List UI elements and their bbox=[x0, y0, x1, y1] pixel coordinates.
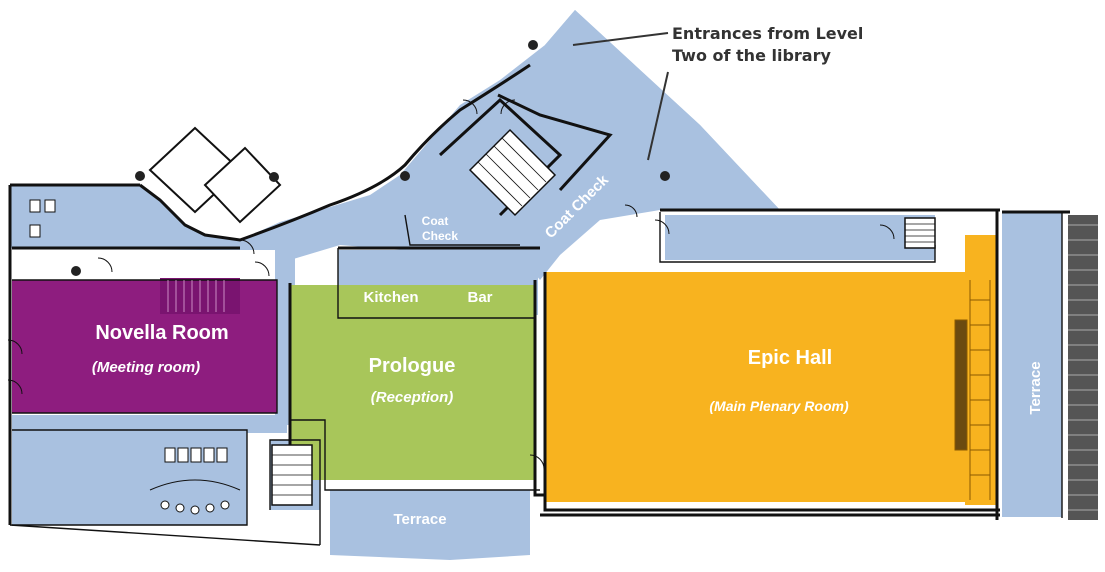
terrace-bottom bbox=[330, 490, 530, 560]
callout-line1: Entrances from Level bbox=[672, 24, 863, 43]
left-corridor bbox=[10, 250, 290, 280]
prologue-fill bbox=[290, 285, 535, 480]
epic-stage-ladder bbox=[954, 280, 991, 500]
columns bbox=[71, 40, 670, 276]
callout-leaders bbox=[572, 32, 669, 161]
stairs-east bbox=[904, 217, 936, 249]
restroom-fixtures bbox=[29, 199, 241, 515]
prologue-title: Prologue bbox=[369, 355, 456, 377]
bar-label: Bar bbox=[467, 289, 492, 306]
walls bbox=[8, 63, 1070, 546]
epic-hall-subtitle: (Main Plenary Room) bbox=[709, 398, 849, 414]
terrace-right-railing bbox=[1068, 215, 1098, 520]
terrace-right-label: Terrace bbox=[1027, 361, 1044, 414]
terrace-right bbox=[1002, 212, 1062, 517]
left-lower-strip bbox=[12, 415, 287, 433]
novella-room-subtitle: (Meeting room) bbox=[92, 359, 200, 376]
novella-stair-lines bbox=[167, 280, 225, 312]
coat-check-small-line2: Check bbox=[422, 229, 458, 243]
epic-hall-fill bbox=[545, 272, 965, 502]
callout-line2: Two of the library bbox=[672, 46, 831, 65]
novella-room-title: Novella Room bbox=[95, 322, 228, 344]
prologue-subtitle: (Reception) bbox=[371, 389, 454, 406]
coat-check-small-line1: Coat bbox=[422, 214, 449, 228]
epic-hall-title: Epic Hall bbox=[748, 347, 832, 369]
terrace-bottom-label: Terrace bbox=[393, 511, 446, 528]
stairs-lower-left bbox=[271, 444, 313, 506]
entrance-wedge bbox=[545, 10, 780, 210]
stairs-central bbox=[468, 128, 557, 217]
kitchen-label: Kitchen bbox=[363, 289, 418, 306]
ancillary-rooms bbox=[148, 126, 282, 224]
door-swings bbox=[7, 99, 895, 470]
east-service-block bbox=[665, 215, 865, 260]
